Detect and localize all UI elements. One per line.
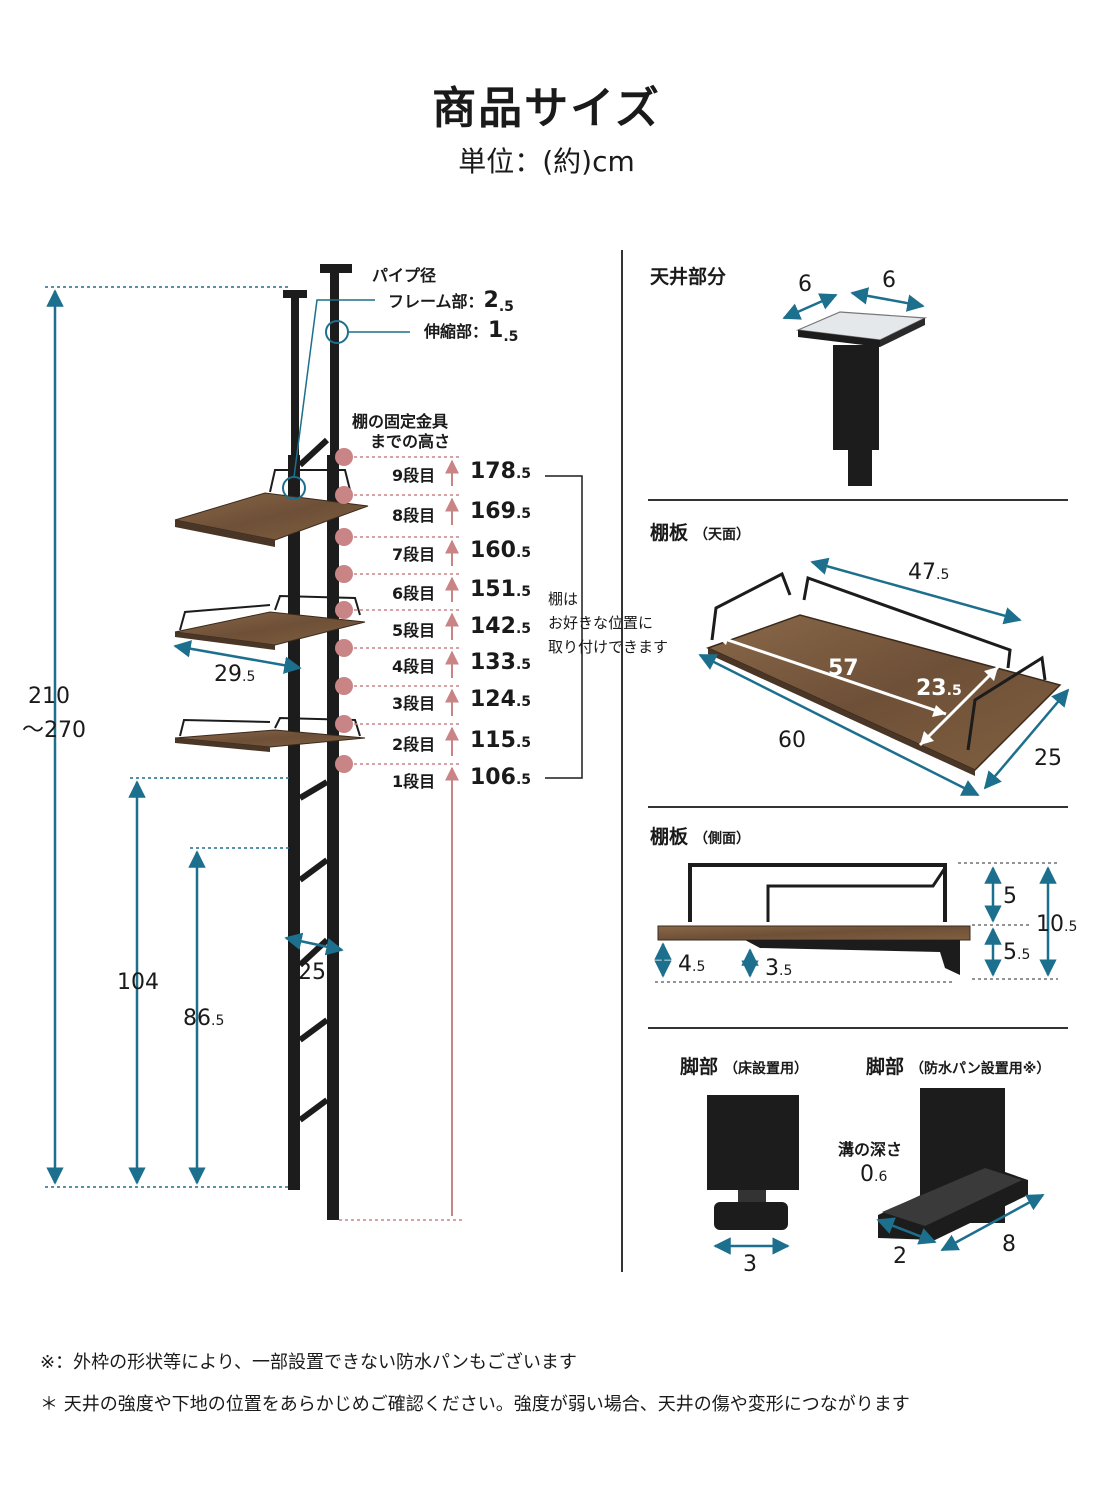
dim-86: 86.5 xyxy=(183,1006,225,1031)
level-label: 5段目 xyxy=(392,621,436,640)
shelf-top-view xyxy=(698,557,1070,797)
level-height: 115.5 xyxy=(470,728,531,753)
level-height: 124.5 xyxy=(470,687,531,712)
level-height: 160.5 xyxy=(470,538,531,563)
shelf-note-3: 取り付けできます xyxy=(548,638,669,656)
side-bracket: 5.5 xyxy=(1003,940,1031,965)
ceiling-w2: 6 xyxy=(882,268,896,293)
foot-pan-heading: 脚部（防水パン設置用※） xyxy=(866,1056,1051,1078)
foot-floor-width: 3 xyxy=(743,1252,757,1277)
pipe-telescope-text: 伸縮部： xyxy=(424,322,489,341)
dim-shelf-depth: 29.5 xyxy=(214,662,256,687)
level-label: 9段目 xyxy=(392,466,436,485)
level-height: 151.5 xyxy=(470,577,531,602)
page-title: 商品サイズ xyxy=(432,83,661,134)
note-1: ※：外枠の形状等により、一部設置できない防水パンもございます xyxy=(40,1352,577,1373)
side-board: 3.5 xyxy=(765,956,793,981)
foot-pan-drawing xyxy=(876,1088,1045,1252)
foot-floor-drawing xyxy=(707,1095,799,1255)
shelf-height-heading-1: 棚の固定金具 xyxy=(352,412,449,431)
pipe-telescope-decimal: .5 xyxy=(503,329,519,346)
foot-floor-heading: 脚部（床設置用） xyxy=(680,1056,809,1078)
pipe-telescope-value: 1 xyxy=(488,318,504,343)
dim-104: 104 xyxy=(117,970,159,995)
unit-label: 単位：(約)cm xyxy=(458,145,635,178)
total-height-1: 210 xyxy=(28,684,70,709)
foot-pan-w: 2 xyxy=(893,1244,907,1269)
shelf-top-heading: 棚板（天面） xyxy=(650,522,751,544)
shelf-height-heading-2: までの高さ xyxy=(370,432,451,451)
shelf-side-view xyxy=(654,862,1058,983)
ceiling-w1: 6 xyxy=(798,272,812,297)
level-label: 8段目 xyxy=(392,506,436,525)
level-label: 6段目 xyxy=(392,584,436,603)
note-2: ＊ 天井の強度や下地の位置をあらかじめご確認ください。強度が弱い場合、天井の傷や… xyxy=(40,1394,910,1415)
side-total: 10.5 xyxy=(1036,912,1078,937)
pipe-frame-label: フレーム部：2.5 xyxy=(388,288,514,315)
foot-pan-l: 8 xyxy=(1002,1232,1016,1257)
shelf-note-1: 棚は xyxy=(548,590,579,608)
shelf-top-inner: 57 xyxy=(828,656,859,681)
total-height-2: 〜270 xyxy=(22,718,86,743)
ceiling-heading: 天井部分 xyxy=(650,266,727,288)
pipe-heading: パイプ径 xyxy=(372,266,437,285)
level-height: 169.5 xyxy=(470,499,531,524)
shelf-top-outer-depth: 25 xyxy=(1034,746,1062,771)
level-label: 2段目 xyxy=(392,735,436,754)
shelf-top-inner-depth: 23.5 xyxy=(916,676,962,701)
pipe-frame-value: 2 xyxy=(483,288,499,313)
rack-drawing xyxy=(45,264,583,1221)
groove-depth: 0.6 xyxy=(860,1162,888,1187)
level-label: 4段目 xyxy=(392,657,436,676)
shelf-side-heading: 棚板（側面） xyxy=(650,826,751,848)
dim-frame-width: 25 xyxy=(298,960,326,985)
level-height: 178.5 xyxy=(470,459,531,484)
level-label: 3段目 xyxy=(392,694,436,713)
level-height: 133.5 xyxy=(470,650,531,675)
level-height: 142.5 xyxy=(470,614,531,639)
level-height: 106.5 xyxy=(470,765,531,790)
side-rail: 5 xyxy=(1003,884,1017,909)
side-thickness: 4.5 xyxy=(678,952,706,977)
level-label: 7段目 xyxy=(392,545,436,564)
pipe-frame-text: フレーム部： xyxy=(388,292,484,311)
pipe-frame-decimal: .5 xyxy=(498,299,514,316)
pipe-telescope-label: 伸縮部：1.5 xyxy=(424,318,518,345)
ceiling-part xyxy=(782,287,928,486)
shelf-top-width: 47.5 xyxy=(908,560,950,585)
level-label: 1段目 xyxy=(392,772,436,791)
shelf-top-outer-width: 60 xyxy=(778,728,806,753)
groove-label: 溝の深さ xyxy=(838,1140,903,1159)
shelf-note-2: お好きな位置に xyxy=(548,614,654,632)
